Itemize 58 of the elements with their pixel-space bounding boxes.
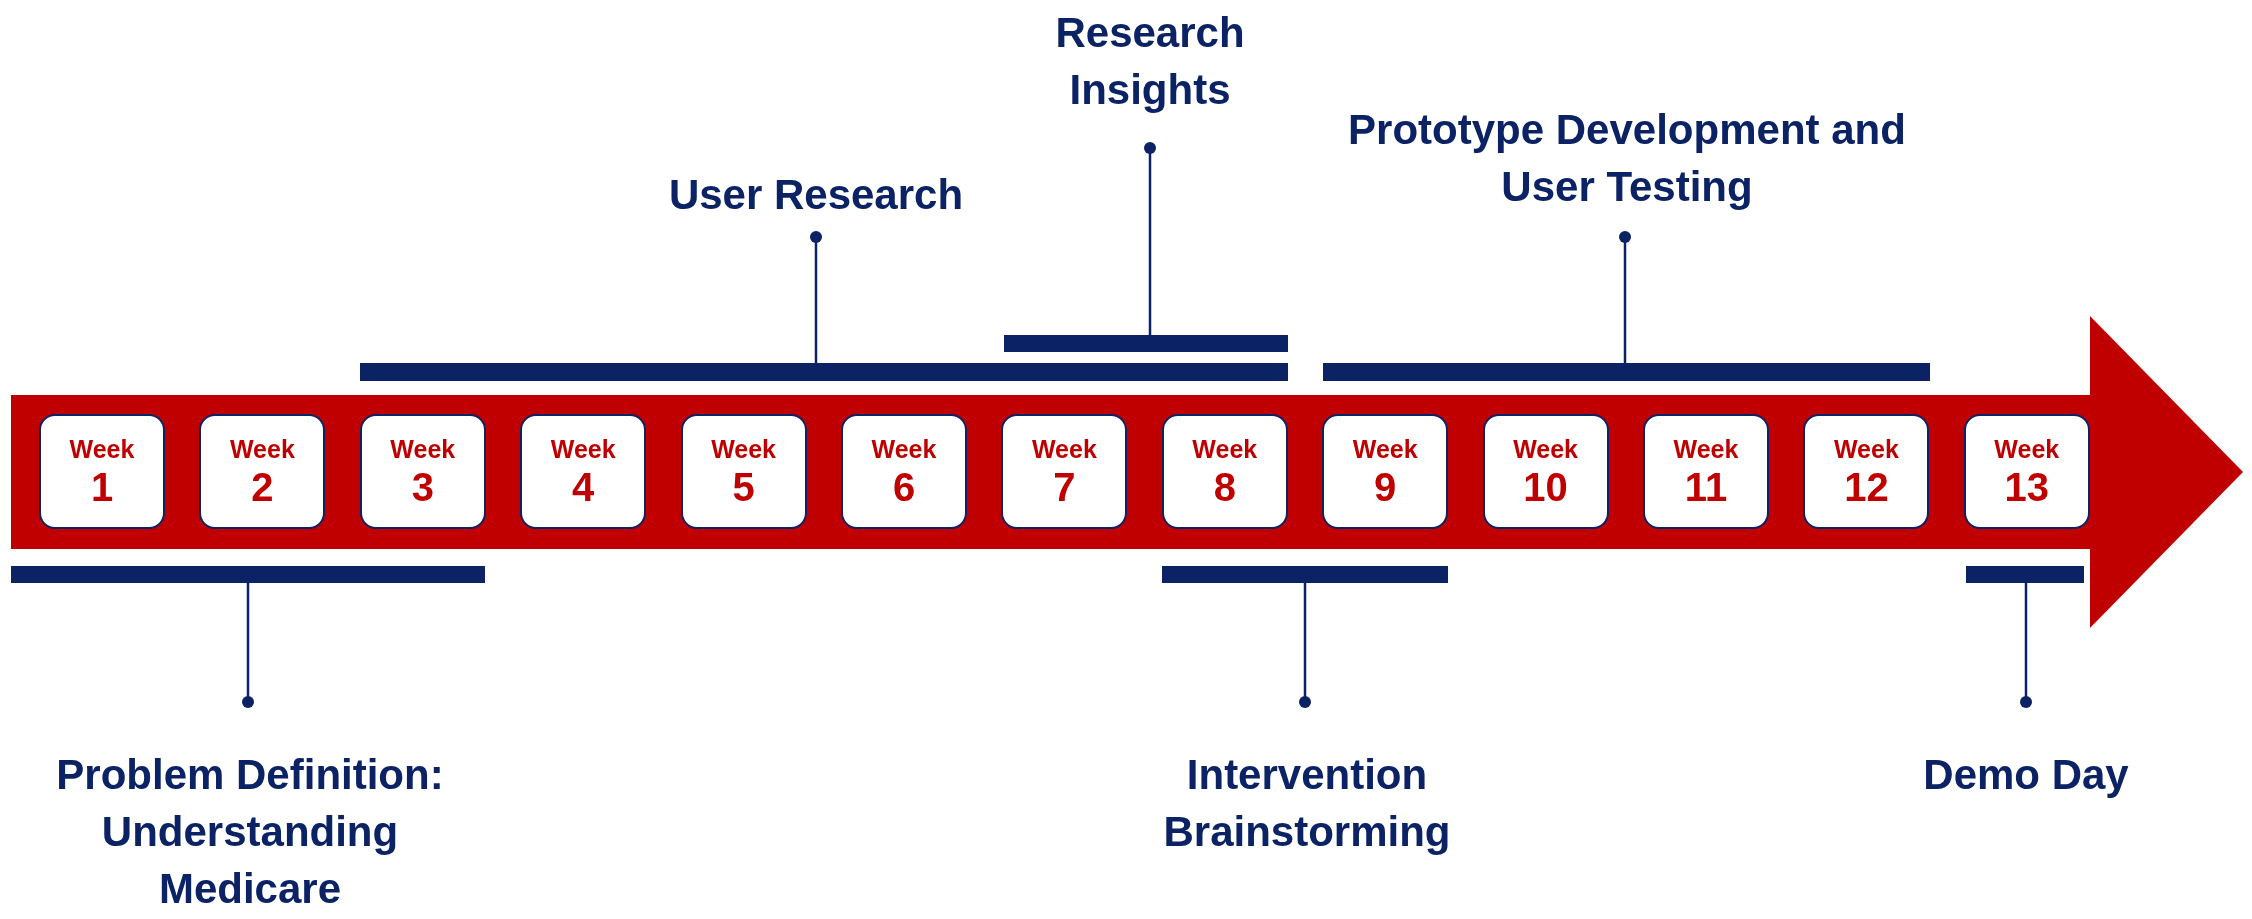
phase-bar: [1966, 566, 2084, 583]
week-label: Week: [69, 433, 135, 464]
phase-label: User Research: [616, 166, 1016, 223]
leader-line: [2020, 583, 2032, 708]
week-box: [680, 414, 807, 529]
week-label: Week: [550, 433, 616, 464]
week-label: Week: [1031, 433, 1097, 464]
week-box: [520, 414, 647, 529]
week-label: Week: [1833, 433, 1899, 464]
week-number: 2: [251, 463, 274, 510]
week-number: 9: [1374, 463, 1397, 510]
week-label: Week: [871, 433, 937, 464]
phase-label: Problem Definition: Understanding Medicare: [20, 746, 480, 917]
week-number: 6: [892, 463, 916, 510]
week-box: [1161, 414, 1288, 529]
week-label: Week: [711, 433, 776, 464]
week-number: 7: [1053, 463, 1076, 510]
phase-bar: [1004, 335, 1288, 352]
week-number: 5: [732, 463, 755, 510]
week-box: [1803, 414, 1930, 529]
week-number: 11: [1684, 463, 1728, 510]
week-number: 10: [1523, 463, 1568, 510]
week-number: 8: [1213, 463, 1236, 510]
leader-line: [1299, 583, 1311, 708]
week-box: [39, 414, 165, 529]
leader-line: [810, 231, 822, 363]
phase-bar: [1323, 363, 1930, 381]
week-box: [1001, 414, 1128, 529]
week-label: Week: [1513, 433, 1578, 464]
week-box: [199, 414, 326, 529]
leader-line: [1144, 142, 1156, 335]
week-label: Week: [229, 433, 295, 464]
week-box: [841, 414, 967, 529]
week-box: [1643, 414, 1769, 529]
week-label: Week: [390, 433, 456, 464]
leader-line: [1619, 231, 1631, 363]
week-box: [359, 414, 486, 529]
week-box: [1482, 414, 1609, 529]
phase-bar: [11, 566, 485, 583]
week-number: 3: [411, 463, 434, 510]
phase-label: Demo Day: [1876, 746, 2176, 803]
week-number: 13: [2004, 463, 2050, 510]
week-number: 1: [90, 463, 114, 510]
week-box: [1963, 414, 2090, 529]
week-number: 12: [1844, 463, 1889, 510]
week-number: 4: [572, 463, 595, 510]
phase-bar: [360, 363, 1288, 381]
week-box: [1322, 414, 1449, 529]
week-label: Week: [1192, 433, 1258, 464]
phase-bar: [1162, 566, 1448, 583]
week-label: Week: [1352, 433, 1418, 464]
leader-line: [242, 583, 254, 708]
phase-label: Intervention Brainstorming: [1117, 746, 1497, 860]
phase-label: Prototype Development and User Testing: [1327, 101, 1927, 215]
phase-label: Research Insights: [990, 4, 1310, 118]
timeline-arrow: [11, 316, 2243, 628]
week-label: Week: [1673, 433, 1739, 464]
week-label: Week: [1994, 433, 2060, 464]
